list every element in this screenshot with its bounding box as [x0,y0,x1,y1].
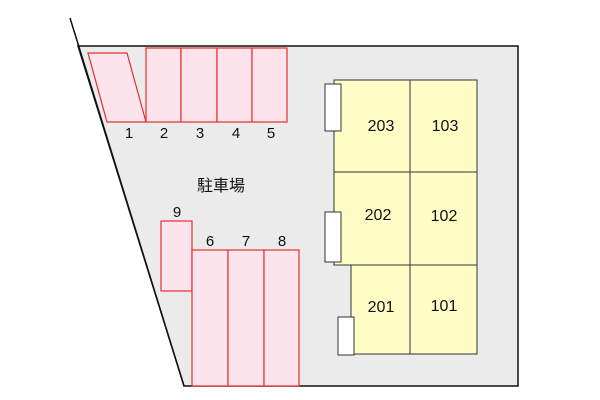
parking-label-8: 8 [278,233,286,250]
parking-space-3 [180,47,218,123]
room-101 [409,264,478,355]
parking-label-5: 5 [267,125,275,142]
room-label-201: 201 [368,299,395,316]
room-103 [409,79,478,173]
parking-label-9: 9 [173,204,181,221]
parking-label-3: 3 [196,125,204,142]
parking-space-4 [216,47,253,123]
parking-space-5 [251,47,288,123]
room-label-101: 101 [431,298,458,315]
balcony-202 [324,211,342,263]
room-203 [333,79,411,173]
lot-boundary-line [69,17,185,387]
parking-space-6 [191,249,229,387]
parking-space-8 [263,249,300,387]
parking-space-9 [160,220,193,292]
room-label-202: 202 [365,207,392,224]
room-label-103: 103 [432,118,459,135]
balcony-203 [324,83,342,132]
parking-label-6: 6 [206,233,214,250]
room-label-203: 203 [368,118,395,135]
parking-label-4: 4 [232,125,240,142]
room-201 [350,264,411,355]
parking-label-2: 2 [160,125,168,142]
room-label-102: 102 [431,208,458,225]
balcony-201 [337,316,355,356]
room-102 [409,171,478,266]
lot-label: 駐車場 [197,177,245,195]
parking-space-7 [227,249,265,387]
parking-label-7: 7 [242,233,250,250]
parking-label-1: 1 [125,125,133,142]
parking-space-2 [145,47,182,123]
